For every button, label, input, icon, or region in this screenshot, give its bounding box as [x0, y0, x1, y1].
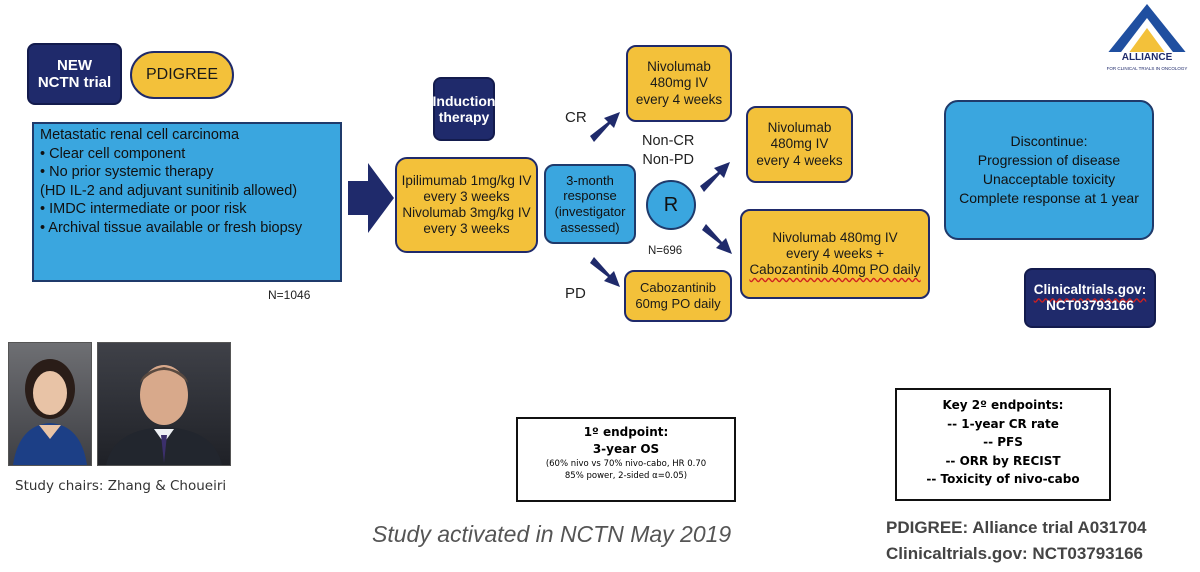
nivo-arrow-icon: [700, 162, 730, 192]
discontinue-line: Complete response at 1 year: [959, 189, 1139, 206]
combo-arm-line: every 4 weeks +: [786, 245, 884, 261]
response-line: assessed): [560, 219, 620, 235]
response-line: response: [563, 188, 617, 204]
discontinue-line: Progression of disease: [977, 152, 1121, 169]
induction-regimen-line: Nivolumab 3mg/kg IV: [402, 205, 531, 220]
induction-label: Induction therapy: [432, 77, 496, 141]
population-item: • Archival tissue available or fresh bio…: [40, 219, 303, 236]
alliance-triangle-icon: [1102, 4, 1192, 60]
secondary-title: Key 2º endpoints:: [942, 398, 1064, 412]
nivo-arm-box: Nivolumab 480mg IV every 4 weeks: [746, 106, 853, 183]
pd-arm-line: Cabozantinib: [640, 280, 716, 296]
alliance-subtitle: FOR CLINICAL TRIALS IN ONCOLOGY: [1106, 66, 1188, 71]
primary-detail: 85% power, 2-sided α=0.05): [564, 471, 688, 481]
primary-metric: 3-year OS: [592, 442, 660, 456]
induction-regimen-line: every 3 weeks: [423, 221, 510, 237]
cr-arm-line: Nivolumab: [647, 59, 711, 75]
induction-regimen-line: every 3 weeks: [423, 188, 510, 204]
nivo-arm-line: Nivolumab: [767, 120, 832, 136]
cr-arm-box: Nivolumab 480mg IV every 4 weeks: [626, 45, 732, 122]
chairs-caption: Study chairs: Zhang & Choueiri: [15, 478, 227, 494]
randomization-circle: R: [646, 180, 696, 230]
response-box: 3-month response (investigator assessed): [544, 164, 636, 244]
noncr-line: Non-CR: [642, 133, 695, 149]
induction-regimen-box: Ipilimumab 1mg/kg IV every 3 weeks Nivol…: [395, 157, 538, 253]
cr-arm-line: 480mg IV: [650, 75, 708, 91]
induction-regimen-line: Ipilimumab 1mg/kg IV: [401, 172, 532, 188]
population-item: (HD IL-2 and adjuvant sunitinib allowed): [40, 182, 298, 199]
footer-clinicaltrials-id: Clinicaltrials.gov: NCT03793166: [886, 544, 1144, 563]
pd-arm-line: 60mg PO daily: [635, 296, 721, 311]
induction-line2: therapy: [438, 109, 490, 125]
pdigree-tag: PDIGREE: [130, 51, 234, 99]
population-box: Metastatic renal cell carcinoma • Clear …: [32, 122, 342, 282]
population-item: • Clear cell component: [40, 145, 186, 162]
person-icon: [106, 365, 222, 465]
secondary-item: -- PFS: [983, 435, 1023, 450]
new-trial-line2: NCTN trial: [37, 74, 112, 91]
pd-arm-box: Cabozantinib 60mg PO daily: [624, 270, 732, 322]
alliance-logo: ALLIANCE FOR CLINICAL TRIALS IN ONCOLOGY: [1098, 2, 1196, 90]
combo-arm-line: Cabozantinib 40mg PO daily: [749, 262, 921, 278]
chair-photo-choueiri: [97, 342, 231, 466]
noncr-line: Non-PD: [642, 151, 694, 168]
clinicaltrials-badge: Clinicaltrials.gov: NCT03793166: [1024, 268, 1156, 328]
primary-title: 1º endpoint:: [583, 425, 669, 439]
pd-arrow-icon: [590, 257, 620, 287]
secondary-item: -- 1-year CR rate: [947, 416, 1059, 431]
combo-arm-line: Nivolumab 480mg IV: [772, 229, 898, 245]
activation-note: Study activated in NCTN May 2019: [372, 521, 732, 547]
pdigree-label: PDIGREE: [145, 66, 218, 84]
clinicaltrials-line2: NCT03793166: [1046, 298, 1134, 313]
footer-trial-id: PDIGREE: Alliance trial A031704: [886, 518, 1147, 537]
pd-label: PD: [565, 285, 586, 302]
secondary-endpoints-box: Key 2º endpoints: -- 1-year CR rate -- P…: [895, 388, 1111, 501]
nivo-arm-line: 480mg IV: [770, 136, 829, 152]
cr-arrow-icon: [590, 112, 620, 142]
alliance-name: ALLIANCE: [1102, 52, 1192, 63]
noncr-label: Non-CR Non-PD: [642, 132, 694, 170]
primary-detail: (60% nivo vs 70% nivo-cabo, HR 0.70: [545, 459, 707, 469]
cr-label: CR: [565, 109, 587, 126]
chair-photo-zhang: [8, 342, 92, 466]
population-item: • No prior systemic therapy: [40, 164, 214, 181]
induction-line1: Induction: [432, 92, 496, 109]
primary-endpoint-box: 1º endpoint: 3-year OS (60% nivo vs 70% …: [516, 417, 736, 502]
response-line: 3-month: [566, 172, 614, 188]
new-trial-badge: NEW NCTN trial: [27, 43, 122, 105]
nivo-arm-line: every 4 weeks: [756, 152, 843, 168]
clinicaltrials-line1: Clinicaltrials.gov:: [1033, 282, 1147, 298]
population-item: • IMDC intermediate or poor risk: [40, 201, 247, 218]
population-title: Metastatic renal cell carcinoma: [40, 127, 240, 143]
new-trial-line1: NEW: [57, 56, 92, 74]
discontinue-line: Unacceptable toxicity: [982, 171, 1116, 187]
combo-arrow-icon: [702, 224, 732, 254]
secondary-item: -- ORR by RECIST: [945, 453, 1061, 468]
response-line: (investigator: [554, 204, 626, 219]
randomized-n: N=696: [648, 245, 683, 257]
discontinue-box: Discontinue: Progression of disease Unac…: [944, 100, 1154, 240]
population-n: N=1046: [268, 288, 311, 302]
secondary-item: -- Toxicity of nivo-cabo: [926, 472, 1080, 487]
combo-arm-box: Nivolumab 480mg IV every 4 weeks + Caboz…: [740, 209, 930, 299]
randomization-label: R: [663, 193, 679, 216]
discontinue-line: Discontinue:: [1010, 133, 1088, 150]
person-icon: [13, 359, 87, 465]
enroll-arrow-icon: [348, 163, 394, 233]
cr-arm-line: every 4 weeks: [635, 91, 723, 107]
